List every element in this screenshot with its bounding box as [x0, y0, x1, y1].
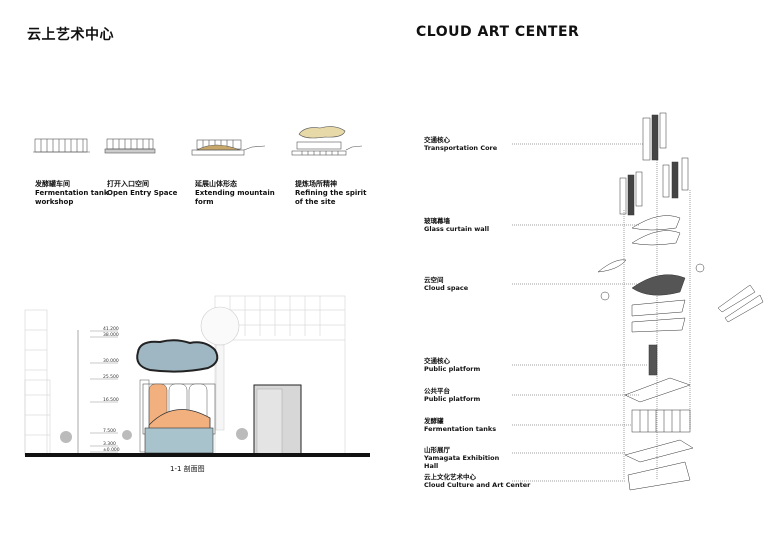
elevation-labels: 41.200 38.000 30.000 25.500 16.500 7.500… [90, 326, 120, 453]
title-en: CLOUD ART CENTER [416, 24, 580, 40]
label-zh: 云上文化艺术中心 [424, 473, 476, 481]
tree [60, 431, 72, 443]
water-tower [200, 306, 240, 346]
elevation-38000: 38.000 [103, 332, 119, 338]
label-en: Public platform [424, 365, 481, 373]
label-zh: 公共平台 [424, 387, 450, 395]
tanks-part [631, 409, 691, 433]
core-part [648, 344, 658, 376]
label-en: Glass curtain wall [424, 225, 490, 233]
label-en: Yamagata Exhibition Hall [424, 454, 500, 470]
caption-en: Open Entry Space [107, 189, 178, 197]
caption-zh: 打开入口空间 [107, 180, 149, 188]
caption-en: Refining the spirit of the site [295, 189, 367, 206]
evolution-diagram-1 [33, 138, 90, 153]
label-zh: 交通核心 [424, 357, 450, 365]
evolution-diagram-2 [104, 138, 156, 154]
caption-zh: 延展山体形态 [195, 180, 237, 188]
core-part [642, 117, 651, 161]
ground-line [25, 453, 370, 457]
label-en: Public platform [424, 395, 481, 403]
exhibition-hall-part [624, 439, 694, 463]
caption-zh: 提炼场所精神 [295, 180, 337, 188]
cloud-volume [136, 339, 219, 373]
caption-en: Extending mountain form [195, 189, 275, 206]
label-en: Cloud space [424, 284, 469, 292]
label-zh: 山形展厅 [424, 446, 450, 454]
elevation-30000: 30.000 [103, 358, 119, 364]
mountain-hall [148, 409, 211, 431]
caption-en: Fermentation tank workshop [35, 189, 109, 206]
label-zh: 发酵罐 [424, 417, 444, 425]
elevation-3300: 3.300 [103, 441, 116, 447]
label-en: Fermentation tanks [424, 425, 497, 433]
cloud-shape [298, 126, 346, 139]
title-zh: 云上艺术中心 [27, 27, 114, 43]
stair-core [139, 379, 150, 453]
base-part [627, 461, 691, 491]
evolution-diagram-3 [191, 139, 266, 156]
label-en: Transportation Core [424, 144, 498, 152]
elevation-7500: 7.500 [103, 428, 116, 434]
mountain-shape [195, 144, 241, 151]
leader-lines [512, 143, 691, 482]
base-hall [144, 427, 214, 454]
evolution-diagram-4 [291, 126, 363, 156]
cloud-space-part [631, 274, 686, 296]
label-zh: 云空间 [424, 276, 444, 284]
tree [122, 430, 132, 440]
label-zh: 交通核心 [424, 136, 450, 144]
tree [236, 428, 248, 440]
label-zh: 玻璃幕墙 [424, 217, 450, 225]
elevation-16500: 16.500 [103, 397, 119, 403]
exploded-axonometric [512, 112, 764, 491]
section-drawing: 41.200 38.000 30.000 25.500 16.500 7.500… [24, 295, 370, 457]
caption-zh: 发酵罐车间 [35, 180, 70, 188]
elevation-25500: 25.500 [103, 374, 119, 380]
elevation-0: ±0.000 [103, 447, 120, 453]
section-caption: 1-1 剖面图 [170, 465, 205, 473]
label-en: Cloud Culture and Art Center [424, 481, 531, 489]
elevation-41200: 41.200 [103, 326, 119, 332]
